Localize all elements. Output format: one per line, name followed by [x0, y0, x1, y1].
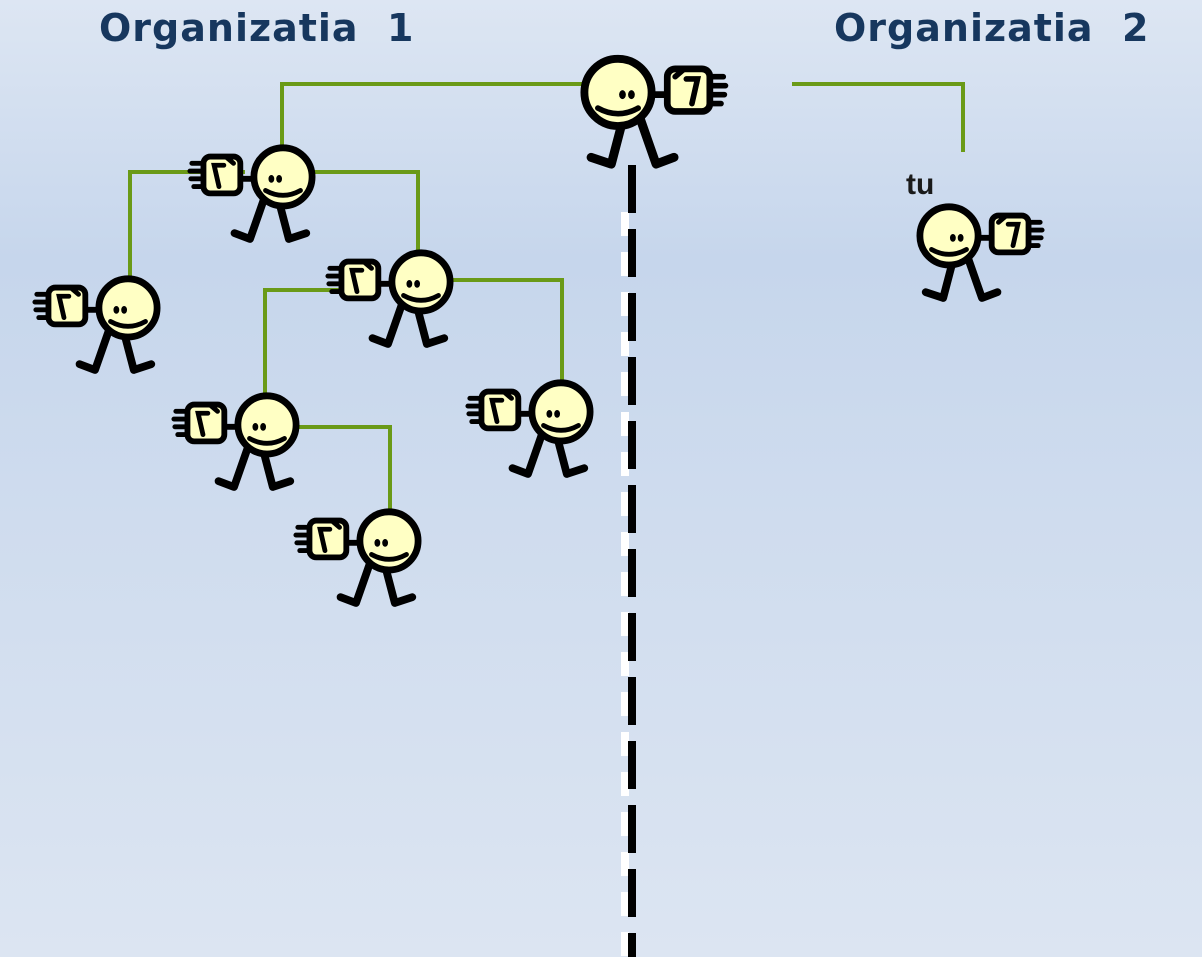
- root-person-figure: [584, 59, 725, 164]
- team-member-right-figure: [468, 383, 590, 474]
- connector-middle-to-right: [448, 278, 564, 382]
- you-person-figure: [920, 207, 1042, 298]
- organization-divider: [621, 165, 636, 957]
- team-member-left-figure: [35, 279, 157, 370]
- team-member-bottom-figure: [296, 512, 418, 603]
- connector-lower-to-bottom: [295, 425, 392, 518]
- you-label: tu: [906, 168, 935, 201]
- organization-2-title: Organizatia 2: [834, 6, 1150, 50]
- connector-root-to-org1: [280, 82, 582, 158]
- middle-manager-figure: [328, 253, 450, 344]
- connector-manager-to-middle: [310, 170, 420, 255]
- connector-middle-to-left: [263, 288, 380, 400]
- team-member-lower-left-figure: [174, 396, 296, 487]
- manager-person-figure: [190, 148, 312, 239]
- organization-1-title: Organizatia 1: [99, 6, 415, 50]
- connector-root-to-org2: [792, 82, 965, 152]
